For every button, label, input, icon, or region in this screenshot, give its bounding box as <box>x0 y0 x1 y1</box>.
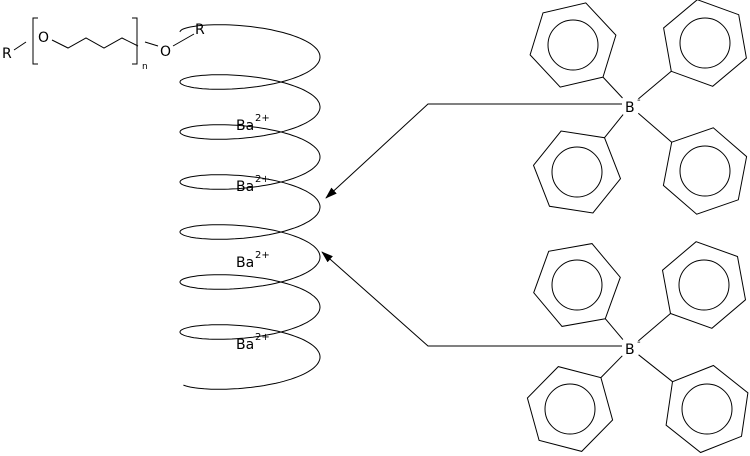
aromatic-circle <box>678 259 730 311</box>
b-c-bond <box>637 112 673 143</box>
polymer-oxygen-1: O <box>38 30 49 46</box>
tetraphenylborate-anion: B - <box>529 0 748 215</box>
bond-r-o <box>13 41 27 51</box>
benzene-hexagon <box>532 130 622 214</box>
peg-structure: R O n O R <box>2 17 205 72</box>
ion-charge: 2+ <box>255 250 270 261</box>
borate-center: B <box>625 100 635 116</box>
phenyl-rings <box>526 241 749 454</box>
ion-symbol: Ba <box>236 118 254 134</box>
phenyl-ring <box>638 241 747 342</box>
arrow-anion-2-to-helix <box>321 251 622 347</box>
arrow-anion-1-to-helix <box>325 103 622 199</box>
b-c-bond <box>638 70 672 100</box>
benzene-hexagon <box>662 127 748 215</box>
phenyl-ring <box>526 355 623 452</box>
b-c-bond <box>604 318 624 340</box>
b-c-bond <box>600 355 623 378</box>
b-c-bond <box>638 313 671 342</box>
aromatic-circle <box>551 146 603 198</box>
benzene-hexagon <box>533 243 621 327</box>
repeat-bracket-right <box>132 17 138 65</box>
aromatic-circle <box>679 17 731 69</box>
phenyl-ring <box>533 243 624 340</box>
phenyl-rings <box>529 0 748 215</box>
aromatic-circle <box>547 19 599 71</box>
peg-helix <box>179 24 321 390</box>
phenyl-ring <box>529 2 623 99</box>
b-c-bond <box>638 354 673 383</box>
ion-symbol: Ba <box>236 337 254 353</box>
benzene-hexagon <box>529 2 617 88</box>
helix-coil <box>179 24 321 390</box>
borate-charge: - <box>637 95 641 106</box>
phenyl-ring <box>532 114 624 214</box>
barium-ion: Ba 2+ <box>236 250 270 271</box>
aromatic-circle <box>551 259 603 311</box>
ion-symbol: Ba <box>236 179 254 195</box>
benzene-hexagon <box>665 364 749 454</box>
ion-charge: 2+ <box>255 332 270 343</box>
polymer-oxygen-2: O <box>160 44 171 60</box>
polymer-end-left: R <box>2 46 12 62</box>
ethylene-chain <box>51 37 139 49</box>
ion-symbol: Ba <box>236 255 254 271</box>
polymer-end-right: R <box>195 22 205 38</box>
bond-c-o <box>144 41 159 47</box>
bond-o-r <box>172 33 195 47</box>
aromatic-circle <box>679 145 731 197</box>
borate-center: B <box>625 342 635 358</box>
aromatic-circle <box>544 383 596 435</box>
benzene-hexagon <box>526 366 614 452</box>
ion-charge: 2+ <box>255 113 270 124</box>
benzene-hexagon <box>663 0 747 87</box>
phenyl-ring <box>638 0 747 100</box>
repeat-bracket-left <box>32 17 38 65</box>
b-c-bond <box>604 114 624 139</box>
repeat-subscript: n <box>142 62 148 72</box>
phenyl-ring <box>637 112 748 215</box>
borate-charge: - <box>637 337 641 348</box>
barium-ion: Ba 2+ <box>236 174 270 195</box>
aromatic-circle <box>681 383 733 435</box>
barium-ion: Ba 2+ <box>236 113 270 134</box>
tetraphenylborate-anion: B - <box>526 241 749 454</box>
phenyl-ring <box>638 354 749 454</box>
b-c-bond <box>602 76 623 99</box>
ion-charge: 2+ <box>255 174 270 185</box>
barium-ion: Ba 2+ <box>236 332 270 353</box>
benzene-hexagon <box>661 241 747 329</box>
